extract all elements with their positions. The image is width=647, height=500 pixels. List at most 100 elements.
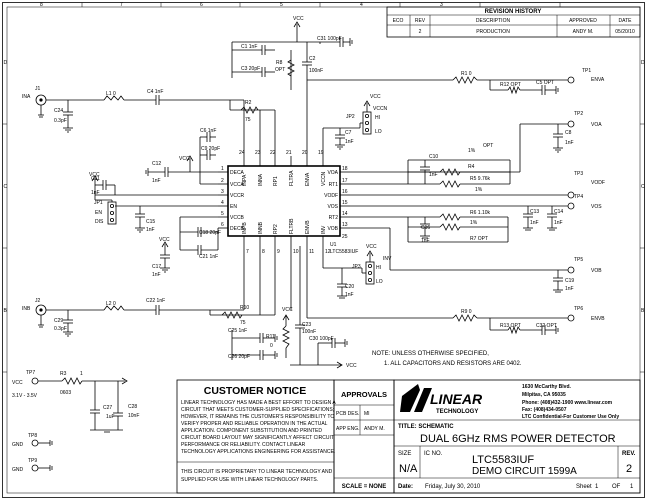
c25-label: C25 1nF bbox=[228, 328, 247, 334]
gnd-c19 bbox=[553, 289, 563, 293]
u1-pin-inv: INV bbox=[321, 225, 327, 234]
size-value: N/A bbox=[399, 463, 418, 475]
rev-value: 2 bbox=[626, 463, 632, 475]
rev-header-eco: ECO bbox=[393, 18, 404, 24]
jp2-vcc: VCC bbox=[370, 94, 381, 100]
u1-pin-fltrb: FLTRB bbox=[289, 218, 295, 234]
r8-label: R8 bbox=[276, 60, 283, 66]
c9-label: C9 20pF bbox=[201, 146, 220, 152]
c29-value: 0.3pF bbox=[54, 326, 67, 332]
r3-resistor bbox=[61, 377, 83, 385]
u1-pin-num-13: 13 bbox=[342, 222, 348, 228]
c2-value: 100nF bbox=[309, 68, 323, 74]
tp1-net: ENVA bbox=[591, 77, 605, 83]
u1-pin-vodf: VODF bbox=[324, 193, 338, 199]
u1-ic: DECA VCCA VCCR EN VCCB DECB 1 2 3 4 5 6 … bbox=[218, 150, 358, 255]
u1-pin-num-2: 2 bbox=[221, 178, 224, 184]
ic-label: IC NO. bbox=[424, 451, 443, 457]
r6-resistor bbox=[439, 213, 461, 221]
gnd-label-1: GND bbox=[12, 442, 24, 448]
c7-value: 1nF bbox=[345, 139, 354, 145]
tp7-testpoint bbox=[31, 377, 39, 385]
border-mark-top-5: 4 bbox=[360, 2, 363, 8]
c18-label: C18 20pF bbox=[199, 230, 221, 236]
c27-label: C27 bbox=[103, 405, 112, 411]
approvals-title: APPROVALS bbox=[341, 390, 387, 399]
inb-label: INB bbox=[22, 306, 31, 312]
vcc-label-r11: VCC bbox=[282, 307, 293, 313]
gnd-c24 bbox=[63, 127, 73, 133]
jp2-lo: LO bbox=[375, 129, 382, 135]
u1-pin-num-3: 3 bbox=[221, 189, 224, 195]
r7-resistor bbox=[439, 223, 461, 231]
r12-resistor bbox=[507, 85, 521, 95]
u1-pin-num-16: 16 bbox=[342, 189, 348, 195]
u1-pin-rp1: RP1 bbox=[273, 176, 279, 186]
c32-label: C32 OPT bbox=[536, 323, 557, 329]
jumpers bbox=[94, 111, 375, 285]
u1-pin-num-4: 4 bbox=[221, 200, 224, 206]
tp5-net: VOB bbox=[591, 268, 602, 274]
u1-pin-num-10: 10 bbox=[293, 249, 299, 255]
r1-label: R1 0 bbox=[461, 71, 472, 77]
u1-pin-num-23: 23 bbox=[255, 150, 261, 156]
u1-pin-num-15: 15 bbox=[342, 200, 348, 206]
border-mark-top-3: 6 bbox=[200, 2, 203, 8]
tp4-net: VOS bbox=[591, 204, 602, 210]
c5-label: C5 OPT bbox=[536, 80, 554, 86]
border-mark-top-2: 7 bbox=[120, 2, 123, 8]
c20-value: 1nF bbox=[345, 292, 354, 298]
r3-package: 0603 bbox=[60, 390, 71, 396]
power-range-label: 3.1V - 3.5V bbox=[12, 393, 38, 399]
u1-pin-num-6: 6 bbox=[221, 222, 224, 228]
jp1-jumper bbox=[107, 201, 117, 225]
rev-row-date: 05/20/10 bbox=[615, 29, 635, 35]
customer-notice-block: CUSTOMER NOTICE LINEAR TECHNOLOGY HAS MA… bbox=[176, 379, 336, 494]
c10-value: 1nF bbox=[429, 172, 438, 178]
u1-pin-num-11: 11 bbox=[309, 249, 314, 255]
r2-value: 75 bbox=[245, 117, 251, 123]
c30-label: C30 100pF bbox=[309, 336, 334, 342]
u1-pin-num-14: 14 bbox=[342, 211, 348, 217]
vcc-label-jp3: VCC bbox=[366, 244, 377, 250]
tp9-label: TP9 bbox=[28, 458, 37, 464]
of-value: 1 bbox=[630, 484, 634, 490]
u1-pin-num-1: 1 bbox=[221, 166, 224, 172]
gnd-c12 bbox=[145, 168, 149, 176]
jp3-hi: HI bbox=[376, 265, 381, 271]
title-label: TITLE: SCHEMATIC bbox=[398, 424, 454, 430]
rev-header-description: DESCRIPTION bbox=[476, 18, 511, 24]
r9-label: R9 0 bbox=[461, 309, 472, 315]
u1-pin-num-17: 17 bbox=[342, 178, 348, 184]
r1-resistor bbox=[452, 76, 478, 84]
u1-pin-num-9: 9 bbox=[277, 249, 280, 255]
c26-label: C26 20pF bbox=[228, 354, 250, 360]
j1-label: J1 bbox=[35, 86, 41, 92]
u1-pin-num-22: 22 bbox=[270, 150, 276, 156]
gnd-c13 bbox=[523, 227, 533, 231]
gnd-j2 bbox=[38, 324, 44, 328]
phone-line: Phone: (408)432-1900 www.linear.com bbox=[522, 400, 613, 406]
u1-pin-vos: VOS bbox=[327, 204, 338, 210]
jp1-en: EN bbox=[95, 210, 102, 216]
jp3-jumper bbox=[365, 261, 375, 285]
jp1-label: JP1 bbox=[94, 200, 103, 206]
gnd-c31 bbox=[349, 38, 353, 46]
r3-value: 1% bbox=[468, 148, 476, 154]
c16-label: C16 bbox=[421, 225, 430, 231]
u1-pin-deca: DECA bbox=[230, 170, 245, 176]
border-mark-top-6: 3 bbox=[440, 2, 443, 8]
r7-label: R7 OPT bbox=[470, 236, 488, 242]
address-line-1: 1630 McCarthy Blvd. bbox=[522, 384, 572, 390]
border-mark-top-1: 8 bbox=[40, 2, 43, 8]
rev-row-approved: ANDY M. bbox=[573, 29, 594, 35]
gnd-c25 bbox=[274, 334, 278, 342]
u1-pin-num-7: 7 bbox=[246, 249, 249, 255]
r11-value: 0 bbox=[270, 343, 273, 349]
schematic-title: DUAL 6GHz RMS POWER DETECTOR bbox=[420, 433, 616, 445]
sheet-value: 1 bbox=[595, 484, 599, 490]
u1-pin-num-18: 18 bbox=[342, 166, 348, 172]
u1-refdes: U1 bbox=[330, 242, 337, 248]
u1-pin-vob: VOB bbox=[327, 226, 338, 232]
